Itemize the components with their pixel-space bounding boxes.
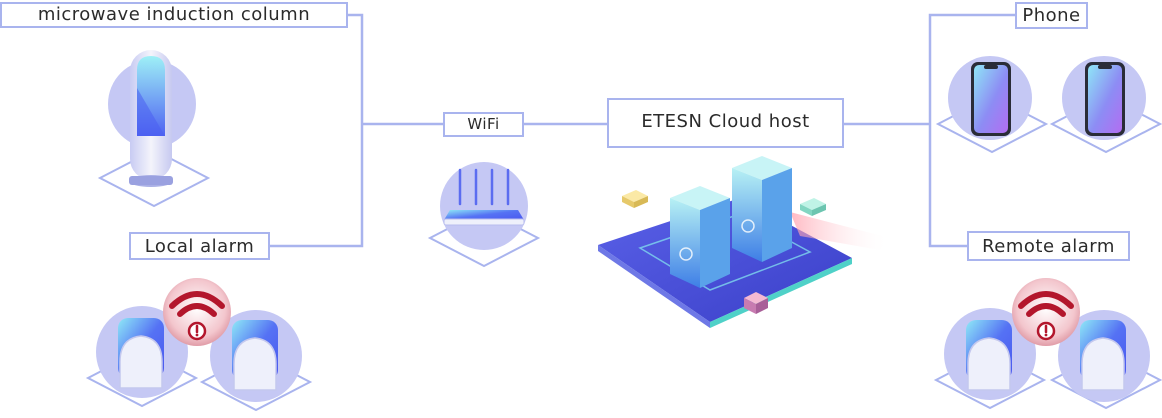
phones <box>935 56 1162 154</box>
alarm-device-icon <box>1058 310 1150 402</box>
wifi-alarm-icon <box>1012 278 1080 346</box>
phone-label: Phone <box>1015 2 1088 29</box>
cloud-server-icon <box>598 156 890 328</box>
connector-lines <box>270 13 1016 248</box>
phone-icon <box>948 56 1032 140</box>
alarm-device-icon <box>210 310 302 402</box>
remote-alarm-label: Remote alarm <box>967 231 1130 261</box>
router-icon <box>427 162 541 268</box>
local-alarm-devices <box>85 278 313 412</box>
alarm-device-icon <box>944 308 1036 400</box>
remote-alarm-devices <box>933 278 1162 410</box>
wifi-alarm-icon <box>163 278 231 346</box>
wifi-label: WiFi <box>443 112 524 137</box>
alarm-device-icon <box>96 306 188 398</box>
cloud-host-label: ETESN Cloud host <box>607 98 844 148</box>
local-alarm-label: Local alarm <box>129 232 270 260</box>
microwave-label: microwave induction column <box>0 2 348 28</box>
phone-icon <box>1062 56 1146 140</box>
microwave-column-icon <box>97 50 211 208</box>
